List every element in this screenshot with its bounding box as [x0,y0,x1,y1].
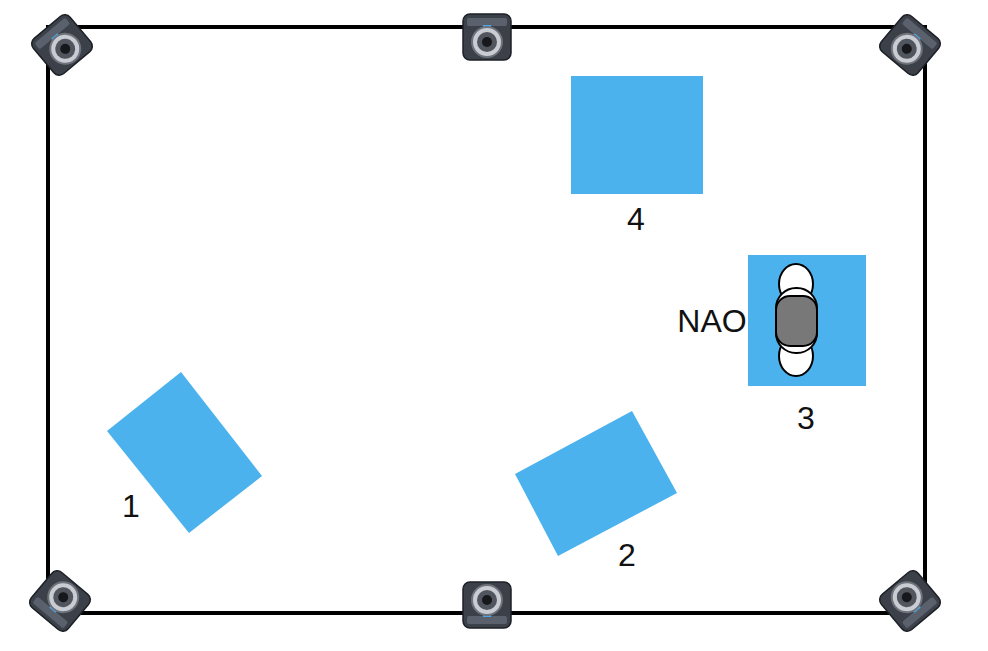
camera [463,14,511,60]
robot-head [776,296,817,346]
callout-number: 3 [797,402,815,434]
mat-square [515,411,677,556]
mat-square [748,255,866,386]
camera [877,568,943,634]
camera [463,582,511,628]
robot-torso [776,288,817,353]
mat-square [107,372,262,533]
camera [27,568,93,634]
camera [877,12,943,78]
callout-number: 2 [618,539,636,571]
camera [29,12,95,78]
callout-number: 4 [627,203,645,235]
arena-border [48,27,925,613]
robot-name: NAO [677,305,746,337]
mat-square [571,76,703,194]
callout-number: 1 [122,490,140,522]
nao-robot-topview [776,264,817,376]
